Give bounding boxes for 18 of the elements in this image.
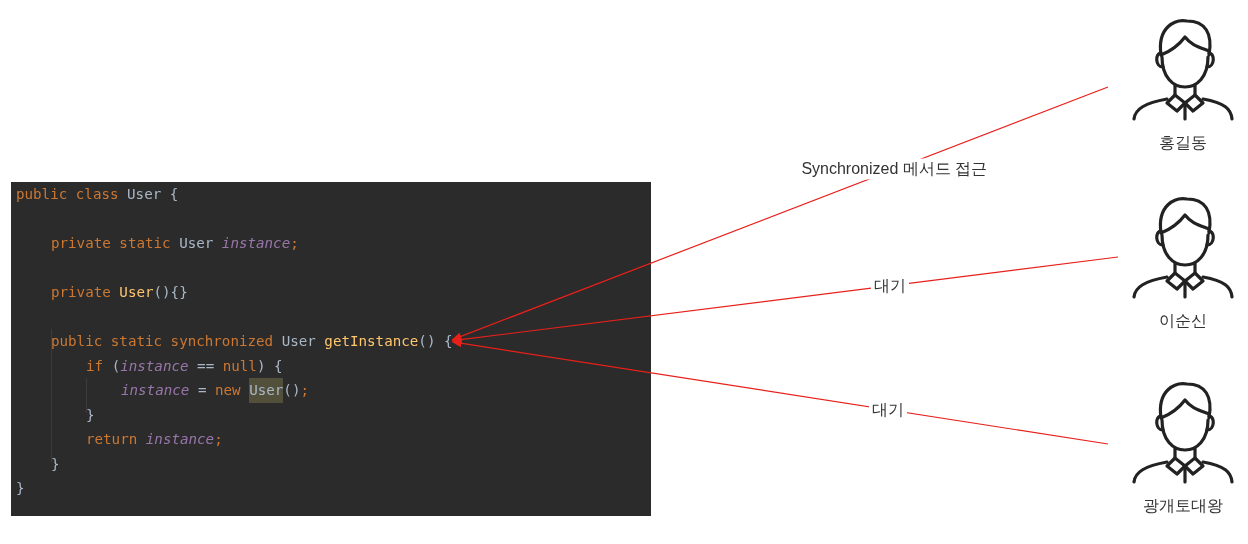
code-line: public class User {	[16, 185, 179, 204]
code-line: instance = new User();	[121, 378, 309, 403]
code-line: }	[86, 405, 95, 425]
code-line: private static User instance;	[51, 234, 299, 253]
code-line: private User(){}	[51, 283, 188, 302]
code-line: }	[16, 479, 25, 498]
code-brace: {	[444, 329, 453, 354]
code-editor-panel	[11, 182, 651, 516]
person-name: 이순신	[1159, 311, 1207, 331]
person-name: 광개토대왕	[1143, 496, 1223, 516]
arrow	[451, 339, 1109, 445]
person-name: 홍길동	[1159, 133, 1207, 153]
arrow	[451, 256, 1119, 344]
code-line: if (instance == null) {	[86, 356, 283, 376]
code-line: }	[51, 454, 60, 474]
code-line: return instance;	[86, 430, 223, 449]
arrow	[451, 86, 1109, 341]
code-line: public static synchronized User getInstance()	[51, 332, 436, 351]
